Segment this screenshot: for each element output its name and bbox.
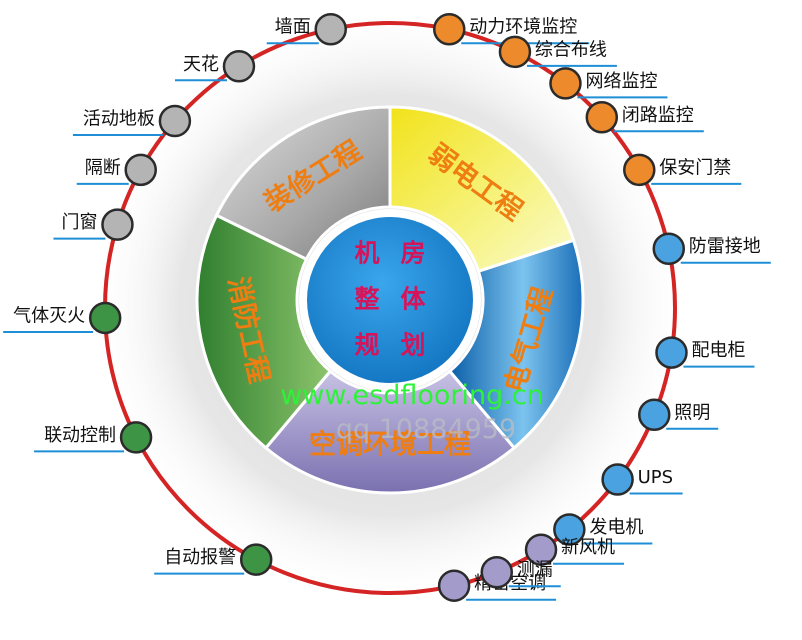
hub-char: 机 (354, 239, 379, 268)
ring-dot-weak-current (498, 35, 532, 69)
ring-item: 动力环境监控 (433, 12, 590, 46)
segment-weak-current: 弱电工程 (388, 105, 576, 274)
segment-shape (263, 369, 517, 495)
ring-item: 自动报警 (154, 543, 273, 576)
hub-char: 整 (354, 285, 379, 314)
ring-item: 综合布线 (498, 35, 617, 69)
ring-item: 照明 (637, 398, 719, 432)
watermark: www.esdflooring.cn qq 10884959 (280, 380, 544, 445)
segment-fire: 消防工程 (195, 213, 333, 450)
watermark-url: www.esdflooring.cn (280, 380, 544, 411)
ring-dot-electrical (655, 336, 688, 369)
ring-dot-fire (119, 421, 153, 454)
ring-dot-electrical (637, 398, 671, 432)
ring-item-label: 墙面 (275, 17, 311, 38)
ring-item-label: 闭路监控 (622, 105, 694, 126)
ring-item: UPS (601, 463, 683, 496)
segment-shape (214, 105, 392, 262)
ring-item-label: 网络监控 (585, 71, 657, 92)
ring-dot-decoration (222, 50, 256, 83)
segment-decoration: 装修工程 (214, 105, 392, 262)
ring-item-label: 联动控制 (44, 425, 116, 446)
ring-dot-electrical (553, 513, 586, 546)
segment-shape (195, 213, 333, 450)
ring-dot-decoration (124, 153, 157, 187)
ring-dot-weak-current (623, 153, 656, 187)
ring-dot-hvac (437, 569, 471, 602)
ring-item: 防雷接地 (652, 232, 771, 265)
ring-item: 配电柜 (655, 336, 755, 369)
ring-item-label: 综合布线 (535, 39, 607, 60)
segment-hvac: 空调环境工程 (263, 369, 517, 495)
ring-item-label: 天花 (183, 54, 219, 75)
ring-item-label: 配电柜 (691, 340, 745, 361)
ring-item-label: 新风机 (561, 537, 615, 558)
ring-dot-decoration (101, 208, 134, 241)
ring-item: 闭路监控 (585, 101, 704, 134)
ring-dot-weak-current (585, 101, 619, 134)
ring-item-label: 发电机 (589, 517, 643, 538)
ring-item-label: 活动地板 (83, 109, 155, 130)
segment-shape (447, 238, 585, 450)
ring-item-label: 门窗 (61, 212, 97, 233)
hub-char: 房 (400, 239, 425, 268)
ring-dot-hvac (480, 555, 514, 589)
ring-item-label: 动力环境监控 (469, 17, 577, 38)
ring-item: 保安门禁 (623, 153, 742, 187)
ring-dot-weak-current (549, 67, 582, 100)
ring-item: 联动控制 (34, 421, 153, 454)
ring-item-label: 照明 (674, 402, 710, 423)
ring-item: 隔断 (76, 153, 157, 187)
ring-dot-electrical (601, 463, 634, 496)
ring-item: 发电机 (553, 513, 653, 546)
ring-item: 气体灭火 (3, 301, 122, 335)
ring-item: 网络监控 (549, 67, 668, 100)
ring-item: 天花 (174, 50, 256, 83)
wheel: 装修工程弱电工程电气工程空调环境工程消防工程 (195, 105, 585, 495)
ring-dot-fire (88, 301, 122, 335)
watermark-qq: qq 10884959 (336, 414, 516, 445)
ring-dot-weak-current (433, 12, 466, 46)
ring-item: 墙面 (266, 12, 347, 46)
hub-char: 体 (400, 285, 426, 314)
segment-shape (388, 105, 576, 274)
ring-dot-electrical (652, 232, 686, 265)
ring-item-label: 隔断 (85, 157, 121, 178)
ring-item: 测漏 (480, 555, 561, 589)
ring-dot-fire (239, 543, 273, 576)
ring-item-label: 气体灭火 (13, 305, 85, 326)
segment-label: 空调环境工程 (309, 429, 471, 461)
hub-char: 规 (354, 331, 379, 360)
ring-dot-hvac (524, 533, 558, 566)
ring-item-label: UPS (638, 467, 673, 488)
ring-item: 活动地板 (72, 104, 192, 138)
ring-item-label: 保安门禁 (659, 157, 731, 178)
ring-dot-decoration (158, 104, 192, 138)
ring-dot-decoration (314, 12, 347, 46)
hub-disc (307, 217, 473, 383)
segment-electrical: 电气工程 (447, 238, 585, 450)
ring-item-label: 防雷接地 (689, 236, 761, 257)
ring-item: 门窗 (53, 208, 134, 241)
ring-item: 新风机 (524, 533, 625, 566)
ring-item-label: 测漏 (517, 560, 553, 581)
center-hub: 机房整体规划 (299, 209, 481, 391)
ring-item-label: 自动报警 (164, 547, 236, 568)
hub-char: 划 (400, 331, 425, 360)
